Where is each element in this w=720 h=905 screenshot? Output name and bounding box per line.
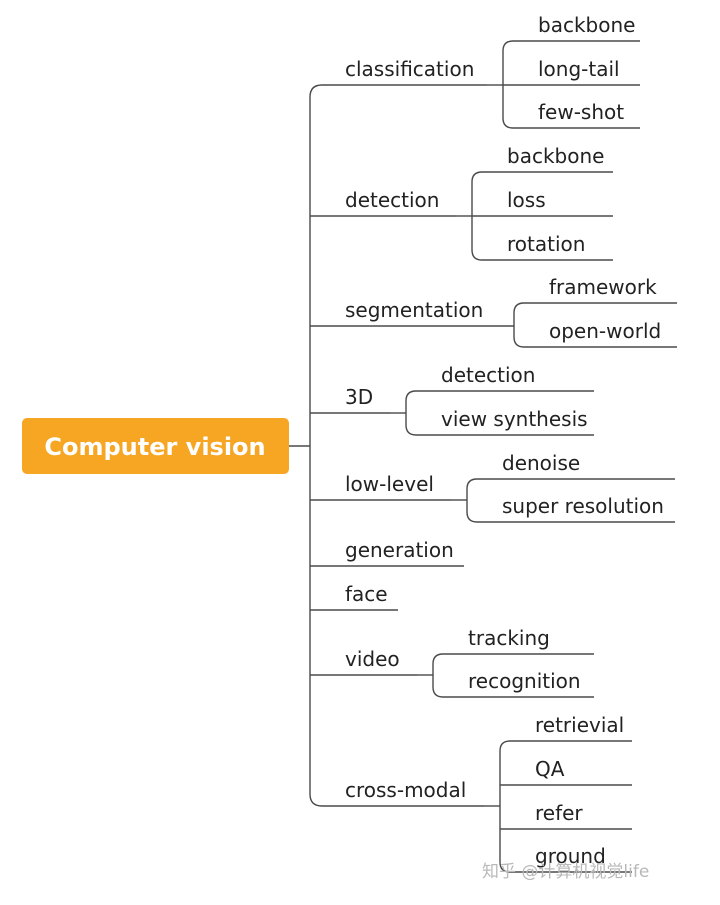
root-node-label: Computer vision: [44, 433, 265, 461]
child-label-2-0[interactable]: framework: [549, 275, 657, 299]
branch-label-5[interactable]: generation: [345, 538, 454, 562]
child-label-1-2[interactable]: rotation: [507, 232, 585, 256]
child-label-7-0[interactable]: tracking: [468, 626, 550, 650]
child-label-2-1[interactable]: open-world: [549, 319, 661, 343]
child-line-7-1: [432, 686, 594, 698]
branch-line-8: [309, 793, 484, 807]
branch-label-6[interactable]: face: [345, 582, 388, 606]
child-line-2-1: [513, 336, 677, 348]
child-label-3-0[interactable]: detection: [441, 363, 535, 387]
child-line-0-0: [502, 40, 640, 52]
child-line-7-0: [432, 653, 594, 665]
child-line-0-2: [502, 117, 640, 129]
child-label-7-1[interactable]: recognition: [468, 669, 581, 693]
child-label-8-2[interactable]: refer: [535, 801, 583, 825]
child-label-1-1[interactable]: loss: [507, 188, 546, 212]
child-label-0-0[interactable]: backbone: [538, 13, 635, 37]
child-label-4-0[interactable]: denoise: [502, 451, 580, 475]
branch-label-7[interactable]: video: [345, 647, 400, 671]
branch-label-8[interactable]: cross-modal: [345, 778, 466, 802]
child-label-8-0[interactable]: retrievial: [535, 713, 624, 737]
child-label-8-1[interactable]: QA: [535, 757, 565, 781]
child-line-1-2: [471, 249, 613, 261]
child-line-2-0: [513, 302, 677, 314]
child-line-4-1: [466, 511, 675, 523]
branch-label-0[interactable]: classification: [345, 57, 474, 81]
child-line-3-0: [405, 390, 594, 402]
child-label-0-1[interactable]: long-tail: [538, 57, 620, 81]
child-line-8-3: [499, 861, 632, 873]
child-label-4-1[interactable]: super resolution: [502, 494, 664, 518]
branch-label-3[interactable]: 3D: [345, 385, 373, 409]
child-label-0-2[interactable]: few-shot: [538, 100, 624, 124]
child-label-8-3[interactable]: ground: [535, 844, 606, 868]
branch-label-2[interactable]: segmentation: [345, 298, 483, 322]
child-line-8-0: [499, 740, 632, 752]
branch-nodes: classification backbone long-tail few-shot d…: [345, 13, 664, 868]
child-line-1-0: [471, 171, 613, 183]
branch-label-4[interactable]: low-level: [345, 472, 434, 496]
connector-lines: [289, 40, 677, 873]
child-line-3-1: [405, 424, 594, 436]
branch-line-0: [309, 84, 487, 98]
root-node-box: [22, 418, 289, 474]
child-line-4-0: [466, 478, 675, 490]
branch-label-1[interactable]: detection: [345, 188, 439, 212]
child-label-1-0[interactable]: backbone: [507, 144, 604, 168]
watermark: 知乎 @计算机视觉life: [482, 862, 649, 882]
child-label-3-1[interactable]: view synthesis: [441, 407, 588, 431]
root-node[interactable]: Computer vision: [22, 418, 289, 474]
